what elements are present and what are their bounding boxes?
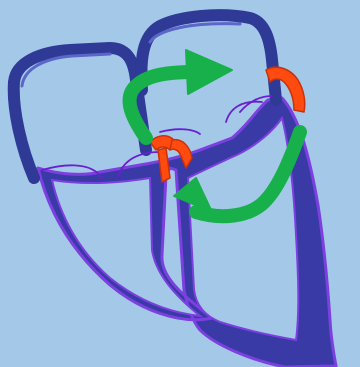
heart-diagram-svg xyxy=(0,0,360,367)
heart-diagram xyxy=(0,0,360,367)
